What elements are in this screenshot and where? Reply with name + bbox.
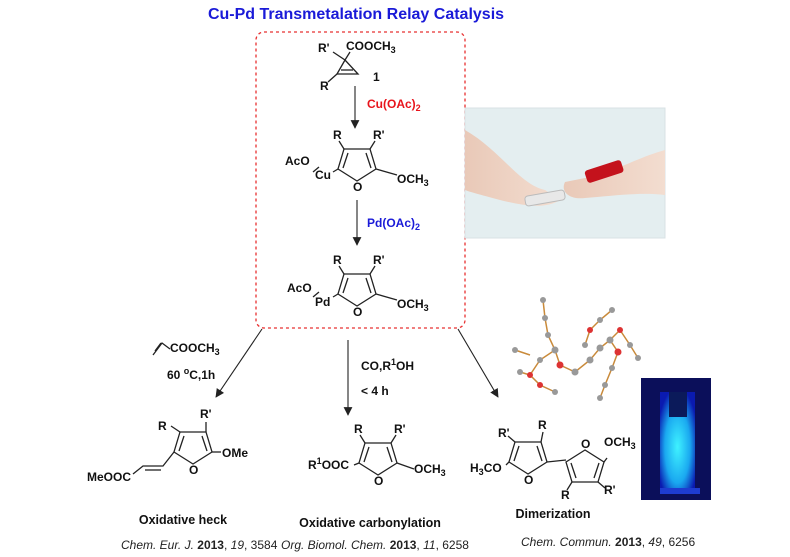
cu-label: Cu xyxy=(315,168,331,182)
co-alcohol-label: CO,R1OH xyxy=(361,357,414,373)
r-prime-label: R' xyxy=(498,426,510,440)
baton-grip xyxy=(524,189,566,207)
cu-furan-intermediate: R R' AcO Cu O OCH3 xyxy=(285,128,429,194)
time-label: < 4 h xyxy=(361,384,389,398)
methoxy-label: OCH3 xyxy=(604,435,636,451)
r-prime-label: R' xyxy=(318,41,330,55)
ring-oxygen: O xyxy=(581,437,590,451)
ester-label: COOCH3 xyxy=(346,39,396,55)
ring-oxygen: O xyxy=(374,474,383,488)
pd-label: Pd xyxy=(315,295,330,309)
cyclopropene-1: R' COOCH3 R 1 xyxy=(318,39,396,93)
carbonylation-product: R R' R1OOC O OCH3 xyxy=(308,422,446,488)
heck-label: Oxidative heck xyxy=(139,513,227,527)
h3co-label: H3CO xyxy=(470,461,502,477)
r-label: R xyxy=(561,488,570,502)
r-label: R xyxy=(354,422,363,436)
ring-oxygen: O xyxy=(353,180,362,194)
relay-catalysis-box xyxy=(255,31,466,329)
dimer-product: R' R H3CO O O OCH3 R R' xyxy=(470,418,636,502)
left-hand xyxy=(465,130,560,206)
aco-label: AcO xyxy=(287,281,312,295)
r-label: R xyxy=(158,419,167,433)
r-prime-label: R' xyxy=(604,483,616,497)
methoxy-label: OCH3 xyxy=(414,462,446,478)
carbonylation-conditions: CO,R1OH < 4 h xyxy=(361,357,414,398)
ester-label: R1OOC xyxy=(308,456,349,472)
relay-baton xyxy=(584,160,624,183)
heck-conditions: COOCH3 60 oC,1h xyxy=(152,341,220,382)
pd-reagent-label: Pd(OAc)2 xyxy=(367,216,420,232)
dimerization-reference: Chem. Commun. 2013, 49, 6256 xyxy=(521,535,695,549)
arrow-dimerization xyxy=(457,328,499,398)
compound-number: 1 xyxy=(373,70,380,84)
r-label: R xyxy=(333,128,342,142)
ring-oxygen: O xyxy=(189,463,198,477)
carbonylation-reference: Org. Biomol. Chem. 2013, 11, 6258 xyxy=(281,538,469,552)
pd-furan-intermediate: R R' AcO Pd O OCH3 xyxy=(287,253,429,319)
r-label: R xyxy=(320,79,329,93)
heck-reference: Chem. Eur. J. 2013, 19, 3584 xyxy=(121,538,278,552)
r-label: R xyxy=(538,418,547,432)
aco-label: AcO xyxy=(285,154,310,168)
scheme-title: Cu-Pd Transmetalation Relay Catalysis xyxy=(208,6,504,23)
ome-label: OMe xyxy=(222,446,248,460)
cu-reagent-label: Cu(OAc)2 xyxy=(367,97,421,113)
r-prime-label: R' xyxy=(200,407,212,421)
r-label: R xyxy=(333,253,342,267)
carbonylation-label: Oxidative carbonylation xyxy=(299,516,441,530)
methoxy-label: OCH3 xyxy=(397,172,429,188)
r-prime-label: R' xyxy=(394,422,406,436)
ring-oxygen: O xyxy=(353,305,362,319)
arrow-heck xyxy=(215,328,263,398)
methoxy-label: OCH3 xyxy=(397,297,429,313)
hands-relay-photo xyxy=(464,107,666,239)
fluorescent-vial-photo xyxy=(641,378,711,500)
r-prime-label: R' xyxy=(373,253,385,267)
ring-oxygen: O xyxy=(524,473,533,487)
heck-product: R R' OMe O MeOOC xyxy=(87,407,248,484)
ester-label: MeOOC xyxy=(87,470,131,484)
acrylate-label: COOCH3 xyxy=(170,341,220,357)
dimerization-label: Dimerization xyxy=(515,507,590,521)
r-prime-label: R' xyxy=(373,128,385,142)
crystal-structure-image xyxy=(512,297,641,401)
heck-temperature: 60 oC,1h xyxy=(167,366,215,382)
